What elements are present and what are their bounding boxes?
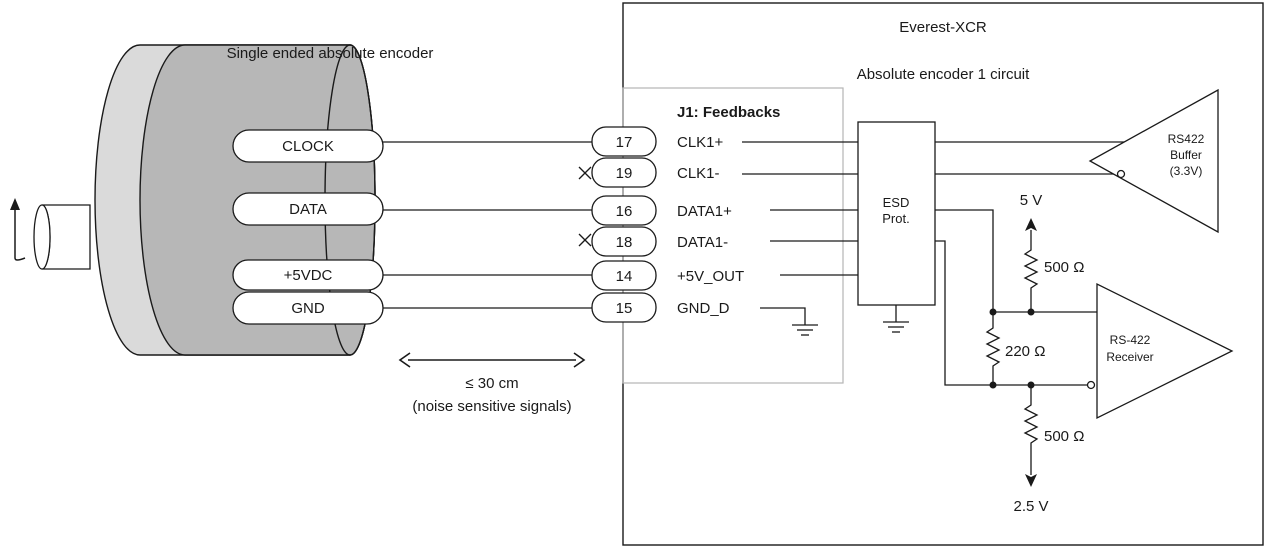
no-connect-icon	[578, 233, 592, 247]
rs422-buffer: RS422 Buffer (3.3V)	[1088, 88, 1219, 234]
pin-name: CLK1-	[677, 165, 720, 182]
ground-icon	[792, 324, 818, 336]
signal-pill-gnd: GND	[232, 291, 384, 325]
pin-number: 16	[616, 203, 633, 220]
rail-label-bottom: 2.5 V	[1013, 498, 1048, 515]
drive-subtitle: Absolute encoder 1 circuit	[857, 66, 1030, 83]
termination-resistor	[985, 312, 1001, 385]
pin-number: 14	[616, 268, 633, 285]
pin-number: 19	[616, 165, 633, 182]
connector-title: J1: Feedbacks	[677, 104, 780, 121]
signal-label: DATA	[289, 201, 327, 218]
buffer-label: (3.3V)	[1170, 164, 1203, 178]
wire-receiver-in-n	[935, 240, 1087, 386]
termination-resistor-label: 220 Ω	[1005, 343, 1045, 360]
receiver-label: Receiver	[1106, 350, 1153, 364]
ground-icon	[883, 321, 909, 333]
esd-label: ESD	[883, 195, 910, 210]
arrow-up-icon	[1025, 218, 1037, 231]
pulldown-resistor-label: 500 Ω	[1044, 428, 1084, 445]
connector-box	[622, 87, 844, 384]
pullup-resistor-label: 500 Ω	[1044, 259, 1084, 276]
pin-name: DATA1-	[677, 234, 728, 251]
signal-label: +5VDC	[284, 267, 333, 284]
pin-15: 15	[591, 292, 657, 323]
rotation-arrow-icon	[10, 198, 26, 261]
pulldown-resistor	[1023, 385, 1039, 475]
wire-receiver-in-p	[935, 209, 1097, 313]
rail-label-top: 5 V	[1020, 192, 1043, 209]
pin-number: 17	[616, 134, 633, 151]
pin-18: 18	[591, 226, 657, 257]
cable-length-label: ≤ 30 cm	[465, 375, 518, 392]
esd-label: Prot.	[882, 211, 909, 226]
signal-pill-5vdc: +5VDC	[232, 259, 384, 291]
signal-pill-clock: CLOCK	[232, 129, 384, 163]
pin-17: 17	[591, 126, 657, 157]
pullup-resistor	[1023, 230, 1039, 312]
signal-label: CLOCK	[282, 138, 334, 155]
pin-name: CLK1+	[677, 134, 724, 151]
pin-name: GND_D	[677, 300, 730, 317]
buffer-label: RS422	[1168, 132, 1205, 146]
pin-name: DATA1+	[677, 203, 732, 220]
pin-14: 14	[591, 260, 657, 291]
pin-number: 15	[616, 300, 633, 317]
esd-protection-box	[857, 121, 936, 306]
pin-name: +5V_OUT	[677, 268, 744, 285]
arrow-down-icon	[1025, 474, 1037, 487]
pin-19: 19	[591, 157, 657, 188]
pin-number: 18	[616, 234, 633, 251]
buffer-label: Buffer	[1170, 148, 1202, 162]
cable-length-arrow-icon	[398, 352, 586, 368]
encoder-title: Single ended absolute encoder	[227, 45, 434, 62]
signal-label: GND	[291, 300, 325, 317]
receiver-label: RS-422	[1110, 333, 1151, 347]
encoder-shaft	[33, 204, 91, 270]
no-connect-icon	[578, 166, 592, 180]
signal-pill-data: DATA	[232, 192, 384, 226]
cable-note-label: (noise sensitive signals)	[412, 398, 571, 415]
pin-16: 16	[591, 195, 657, 226]
drive-title: Everest-XCR	[899, 19, 987, 36]
rs422-receiver: RS-422 Receiver	[1086, 282, 1234, 420]
wire-gndd	[760, 307, 806, 325]
